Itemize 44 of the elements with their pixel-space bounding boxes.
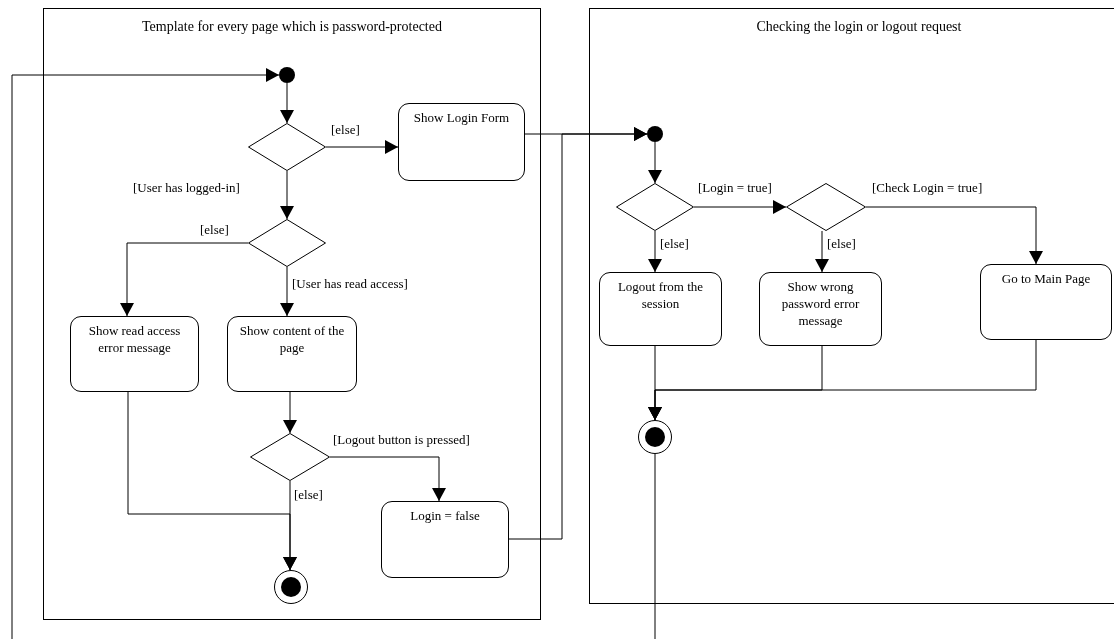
edge-label: [User has logged-in] — [132, 180, 241, 196]
arrow — [120, 242, 249, 317]
arrow — [648, 339, 1037, 421]
action-box: Show content of the page — [227, 316, 357, 392]
partition-title: Template for every page which is password-protected — [141, 18, 443, 36]
arrow — [648, 230, 662, 273]
arrow — [280, 170, 294, 220]
edge-label: [Login = true] — [697, 180, 773, 196]
partition-frame — [589, 8, 1114, 604]
decision-diamond — [248, 123, 326, 171]
action-box: Login = false — [381, 501, 509, 578]
edge-label: [Check Login = true] — [871, 180, 984, 196]
action-box: Show read access error message — [70, 316, 199, 392]
edge-label: [else] — [659, 236, 690, 252]
arrow — [865, 206, 1043, 265]
arrow — [329, 456, 446, 502]
arrow — [508, 127, 648, 540]
arrow — [280, 266, 294, 317]
arrow — [325, 140, 399, 154]
arrow — [283, 391, 297, 434]
arrow — [11, 68, 280, 639]
decision-diamond — [248, 219, 326, 267]
edge-label: [else] — [330, 122, 361, 138]
arrow — [815, 230, 829, 273]
arrow — [127, 391, 297, 571]
action-box: Go to Main Page — [980, 264, 1112, 340]
decision-diamond — [616, 183, 694, 231]
decision-diamond — [250, 433, 330, 481]
arrow — [280, 82, 294, 124]
action-box: Show wrong password error message — [759, 272, 882, 346]
edge-label: [Logout button is pressed] — [332, 432, 471, 448]
edge-label: [User has read access] — [291, 276, 409, 292]
end-bullseye — [638, 420, 672, 454]
action-box: Logout from the session — [599, 272, 722, 346]
arrow — [648, 141, 662, 184]
partition-frame — [43, 8, 541, 620]
end-bullseye — [274, 570, 308, 604]
decision-diamond — [786, 183, 866, 231]
edge-label: [else] — [199, 222, 230, 238]
action-box: Show Login Form — [398, 103, 525, 181]
partition-title: Checking the login or logout request — [755, 18, 963, 36]
arrow — [693, 200, 787, 214]
edge-label: [else] — [826, 236, 857, 252]
edge-label: [else] — [293, 487, 324, 503]
